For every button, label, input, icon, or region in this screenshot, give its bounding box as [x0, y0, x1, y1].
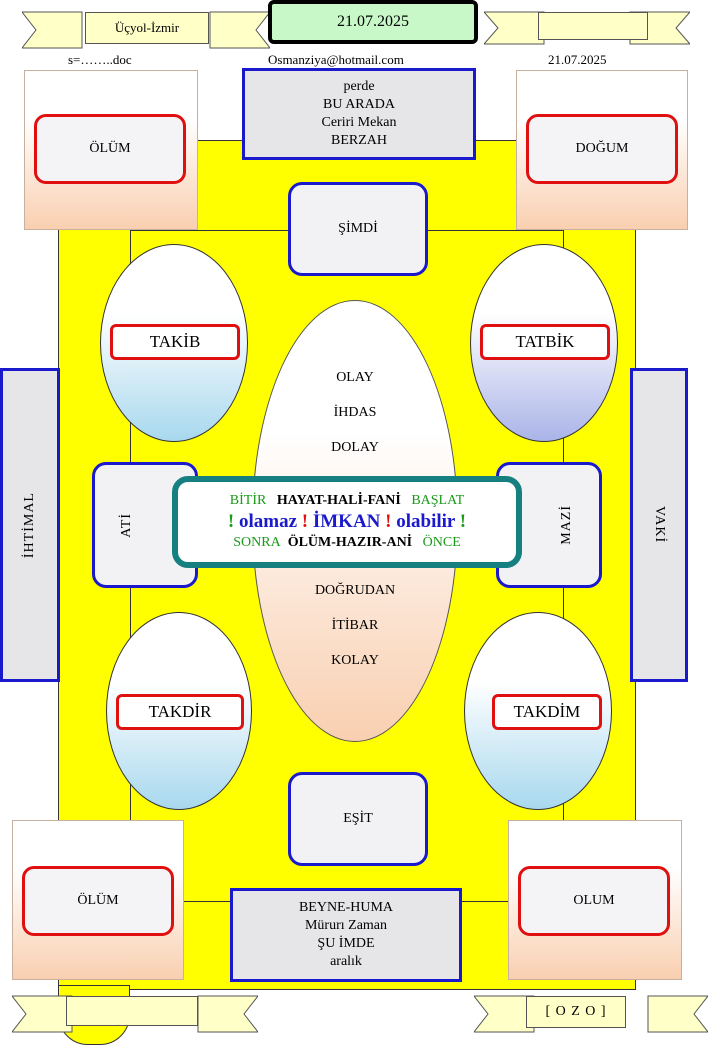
bottom-center-box: BEYNE-HUMA Mürurı Zaman ŞU İMDE aralık	[230, 888, 462, 982]
top-left-label-box: Üçyol-İzmir	[85, 12, 209, 44]
top-right-ribbon-box	[538, 12, 648, 40]
ellipse-word: İHDAS	[333, 405, 377, 420]
ellipse-word: İTİBAR	[331, 618, 379, 633]
date-right: 21.07.2025	[548, 52, 607, 67]
box-top-label: ŞİMDİ	[338, 221, 378, 236]
side-left-label: İHTİMAL	[22, 491, 37, 559]
corner-bottom-right-label: OLUM	[573, 893, 615, 908]
center-ellipse-bottom-words: DOĞRUDAN İTİBAR KOLAY	[252, 573, 458, 678]
top-center-line3: Ceriri Mekan	[321, 115, 397, 130]
ellipse-word: OLAY	[336, 370, 374, 385]
ribbon-top-right	[484, 11, 690, 45]
center-row2-left: olamaz	[238, 511, 298, 532]
center-row3-left: SONRA	[233, 535, 281, 550]
bottom-right-label-box: [ O Z O ]	[526, 996, 626, 1028]
bubble-top-right-label: TATBİK	[515, 332, 575, 351]
center-row1-mid: HAYAT-HALİ-FANİ	[276, 493, 401, 508]
center-row3-right: ÖNCE	[422, 535, 461, 550]
corner-top-left-label: ÖLÜM	[89, 141, 131, 156]
corner-top-left-inner: ÖLÜM	[34, 114, 186, 184]
top-center-box: perde BU ARADA Ceriri Mekan BERZAH	[242, 68, 476, 160]
bubble-bottom-left-label: TAKDİR	[148, 702, 212, 721]
ellipse-word: DOLAY	[331, 440, 379, 455]
side-left-box: İHTİMAL	[0, 368, 60, 682]
center-row1-right: BAŞLAT	[411, 493, 465, 508]
center-box: BİTİR HAYAT-HALİ-FANİ BAŞLAT ! olamaz ! …	[172, 476, 522, 568]
corner-top-right-inner: DOĞUM	[526, 114, 678, 184]
email: Osmanziya@hotmail.com	[268, 52, 404, 67]
filename: s=……..doc	[68, 52, 132, 67]
bubble-top-right-pill: TATBİK	[480, 324, 610, 360]
box-bottom-label: EŞİT	[343, 811, 373, 826]
corner-bottom-right-inner: OLUM	[518, 866, 670, 936]
center-row-3: SONRA ÖLÜM-HAZIR-ANİ ÖNCE	[233, 535, 461, 551]
top-center-line4: BERZAH	[331, 133, 387, 148]
bubble-top-left-pill: TAKİB	[110, 324, 240, 360]
center-row2-excl4: !	[459, 511, 467, 532]
center-row2-excl1: !	[227, 511, 235, 532]
bubble-bottom-right-pill: TAKDİM	[492, 694, 602, 730]
box-bottom: EŞİT	[288, 772, 428, 866]
ribbon-top-left	[22, 11, 270, 49]
box-left-label: ATİ	[119, 512, 134, 538]
center-row2-right: olabilir	[396, 511, 456, 532]
ellipse-word: DOĞRUDAN	[314, 583, 396, 598]
corner-bottom-left-label: ÖLÜM	[77, 893, 119, 908]
bubble-top-left-label: TAKİB	[149, 332, 201, 351]
box-right-label: MAZİ	[559, 505, 574, 545]
side-right-label: VAKİ	[652, 506, 667, 544]
side-right-box: VAKİ	[630, 368, 688, 682]
center-row-1: BİTİR HAYAT-HALİ-FANİ BAŞLAT	[230, 493, 464, 509]
top-center-line2: BU ARADA	[323, 97, 395, 112]
center-ellipse-top-words: OLAY İHDAS DOLAY	[252, 360, 458, 465]
bubble-bottom-right-label: TAKDİM	[513, 702, 581, 721]
center-row2-excl3: !	[385, 511, 392, 532]
center-row2-mid: İMKAN	[312, 511, 381, 532]
corner-bottom-left-inner: ÖLÜM	[22, 866, 174, 936]
center-row3-mid: ÖLÜM-HAZIR-ANİ	[287, 535, 413, 550]
bottom-center-line1: BEYNE-HUMA	[298, 900, 394, 915]
bubble-bottom-left-pill: TAKDİR	[116, 694, 244, 730]
date-box: 21.07.2025	[268, 0, 478, 44]
top-center-line1: perde	[343, 79, 375, 94]
bottom-center-line4: aralık	[330, 954, 362, 969]
top-left-label: Üçyol-İzmir	[114, 20, 180, 35]
center-row2-excl2: !	[301, 511, 309, 532]
ribbon-bottom-right	[474, 995, 708, 1033]
center-row-2: ! olamaz ! İMKAN ! olabilir !	[228, 511, 466, 533]
bottom-center-line3: ŞU İMDE	[317, 936, 375, 951]
ribbon-bottom-left	[12, 995, 258, 1033]
bottom-right-label: [ O Z O ]	[545, 1004, 607, 1019]
ellipse-word: KOLAY	[331, 653, 379, 668]
bottom-left-label-box	[66, 996, 198, 1026]
box-top: ŞİMDİ	[288, 182, 428, 276]
corner-top-right-label: DOĞUM	[575, 141, 629, 156]
center-row1-left: BİTİR	[229, 493, 267, 508]
bottom-center-line2: Mürurı Zaman	[304, 918, 388, 933]
date-box-text: 21.07.2025	[337, 13, 409, 30]
